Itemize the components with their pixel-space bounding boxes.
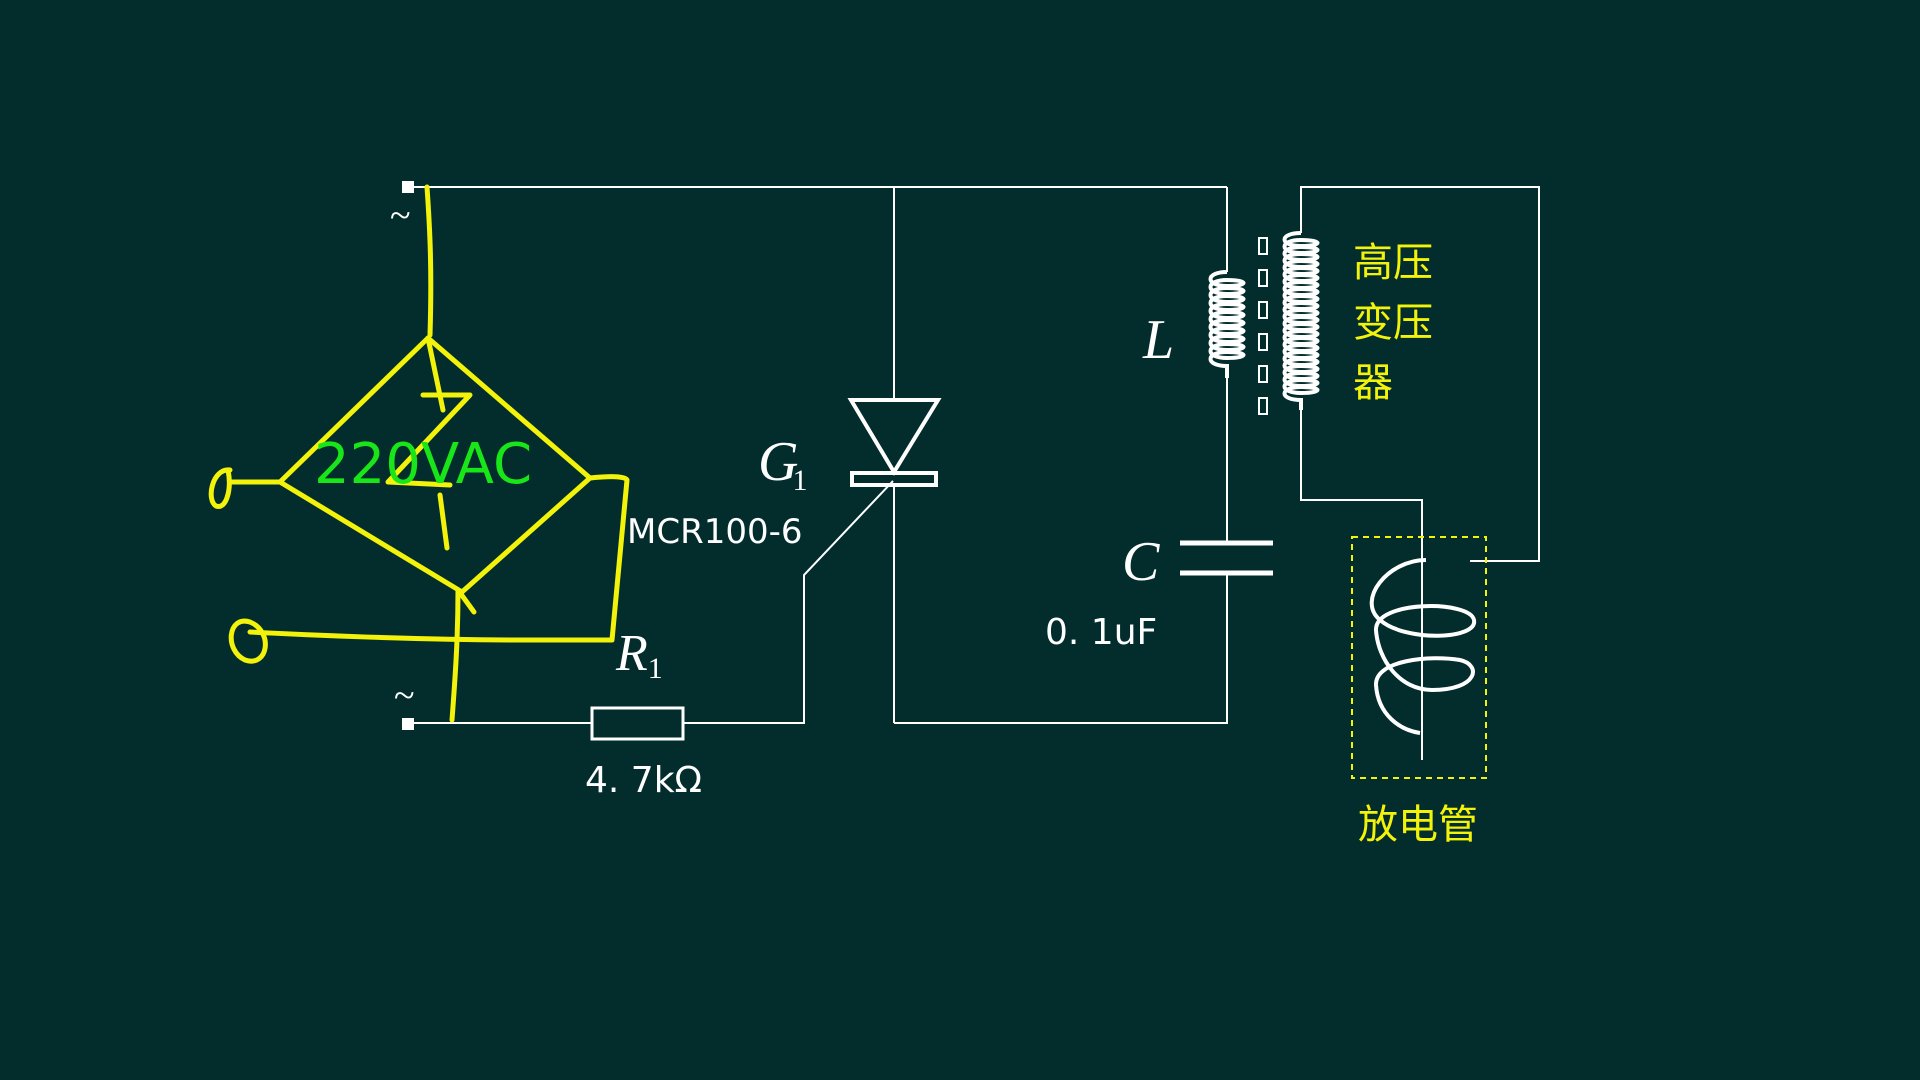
tube-label: 放电管 (1358, 802, 1478, 848)
transformer-secondary-coil[interactable] (1282, 231, 1320, 410)
inductor-coil[interactable] (1208, 270, 1246, 378)
wire-bottom-right (894, 587, 1228, 724)
scr-bar (850, 471, 938, 487)
annot-left-loop (208, 467, 233, 509)
wire-resistor-to-gate (683, 480, 894, 724)
transformer-label-1: 高压 (1353, 240, 1433, 286)
scr-part-label: MCR100-6 (627, 512, 803, 552)
resistor-value: 4. 7kΩ (585, 760, 702, 801)
capacitor-label: C (1122, 531, 1160, 593)
ac-symbol-top: ~ (390, 195, 411, 237)
discharge-tube-box[interactable] (1351, 536, 1487, 779)
inductor-label: L (1142, 309, 1174, 371)
annot-diamond-inner-top (425, 335, 446, 413)
annot-top-lead (424, 184, 434, 338)
scr-triangle[interactable] (847, 398, 942, 476)
annot-bottom-tick (455, 587, 477, 615)
wiring (410, 186, 1540, 760)
resistor-r1[interactable] (590, 706, 685, 741)
annot-right-lead (517, 474, 630, 643)
gate-label: G1 (758, 431, 807, 497)
resistor-label: R1 (615, 625, 663, 685)
handwritten-annotation (208, 184, 630, 723)
wire-secondary-top (1300, 186, 1540, 562)
transformer-core (1258, 237, 1268, 415)
annot-bottom-loop (228, 618, 268, 664)
ac-terminal-top[interactable] (402, 181, 414, 193)
annot-bottom-lead (449, 587, 461, 723)
ac-terminal-bottom[interactable] (402, 718, 414, 730)
annot-diode-mark-1 (385, 392, 473, 488)
annot-diode-mark-2 (437, 492, 450, 551)
annot-bottom-wire (247, 629, 523, 643)
ac-symbol-bottom: ~ (394, 675, 415, 717)
wire-secondary-bottom (1300, 410, 1423, 560)
capacitor-value: 0. 1uF (1045, 612, 1157, 653)
handwritten-voltage-label: 220VAC (314, 432, 532, 497)
transformer-label-3: 器 (1353, 360, 1393, 406)
discharge-tube-spiral (1369, 558, 1476, 735)
transformer-label-2: 变压 (1353, 300, 1433, 346)
